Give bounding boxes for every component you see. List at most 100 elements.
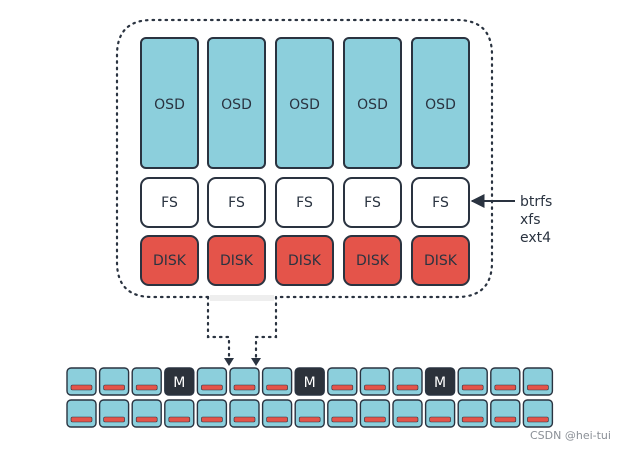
node-box (98, 367, 130, 396)
osd-column: OSD FS DISK (140, 37, 199, 286)
storage-node (164, 399, 195, 428)
disk-label: DISK (153, 253, 187, 269)
storage-node (490, 399, 521, 428)
osd-columns: OSDFSDISKOSDFSDISKOSDFSDISKOSDFSDISKOSDF… (140, 37, 470, 286)
node-disk-bar (135, 384, 158, 391)
node-disk-bar (298, 416, 321, 423)
disk-box (275, 235, 334, 286)
node-box (261, 399, 293, 428)
osd-box (140, 37, 199, 169)
osd-label: OSD (221, 97, 252, 113)
node-disk-bar (168, 416, 191, 423)
osd-label: OSD (289, 97, 320, 113)
host-boundary-stem-right (254, 295, 278, 359)
storage-node (66, 367, 97, 396)
disk-label: DISK (288, 253, 322, 269)
fs-box (140, 177, 199, 228)
storage-node (261, 399, 293, 428)
fs-label: FS (364, 195, 381, 211)
fs-type-xfs: xfs (520, 212, 541, 228)
osd-label: OSD (154, 97, 185, 113)
osd-box (275, 37, 334, 169)
node-box (196, 367, 228, 396)
node-box (229, 399, 260, 428)
watermark: CSDN @hei-tui (530, 429, 611, 442)
node-box (66, 399, 97, 428)
node-disk-bar (461, 384, 484, 391)
node-disk-bar (201, 416, 223, 423)
disk-box (207, 235, 266, 286)
fs-box (343, 177, 402, 228)
disk-box (343, 235, 402, 286)
node-box (359, 399, 391, 428)
node-disk-bar (201, 384, 223, 391)
node-disk-bar (266, 416, 288, 423)
monitor-node: M (424, 367, 456, 396)
osd-label: OSD (357, 97, 388, 113)
disk-label: DISK (220, 253, 254, 269)
node-disk-bar (266, 384, 288, 391)
node-disk-bar (233, 416, 256, 423)
node-box (490, 367, 521, 396)
node-disk-bar (103, 416, 125, 423)
node-box (457, 367, 488, 396)
storage-node (457, 367, 488, 396)
disk-box (411, 235, 470, 286)
fs-label: FS (296, 195, 313, 211)
node-box (359, 367, 391, 396)
node-disk-bar (396, 416, 419, 423)
storage-node (522, 367, 554, 396)
disk-label: DISK (424, 253, 458, 269)
node-disk-bar (396, 384, 419, 391)
storage-node (261, 367, 293, 396)
fs-box (207, 177, 266, 228)
storage-node (294, 399, 325, 428)
node-disk-bar (331, 384, 354, 391)
fs-label: FS (161, 195, 178, 211)
node-box (131, 399, 162, 428)
monitor-node: M (294, 367, 325, 396)
fs-box (411, 177, 470, 228)
node-box (392, 399, 423, 428)
node-box (131, 367, 162, 396)
storage-node (392, 399, 423, 428)
node-disk-bar (494, 384, 517, 391)
osd-box (343, 37, 402, 169)
storage-node (66, 399, 97, 428)
disk-label: DISK (356, 253, 390, 269)
node-box (424, 367, 456, 396)
disk-box (140, 235, 199, 286)
osd-box (207, 37, 266, 169)
node-disk-bar (233, 384, 256, 391)
node-box (164, 399, 195, 428)
node-disk-bar (70, 416, 93, 423)
node-disk-bar (364, 384, 386, 391)
osd-column: OSD FS DISK (275, 37, 334, 286)
osd-column: OSD FS DISK (343, 37, 402, 286)
node-box (327, 367, 358, 396)
node-box (261, 367, 293, 396)
storage-node (229, 399, 260, 428)
node-box (327, 399, 358, 428)
storage-node (196, 399, 228, 428)
host-boundary-stem-left (206, 295, 231, 359)
node-box (196, 399, 228, 428)
fs-type-ext4: ext4 (520, 230, 551, 246)
node-disk-bar (364, 416, 386, 423)
boundary-gap (210, 295, 274, 301)
node-disk-bar (527, 384, 549, 391)
node-box (522, 367, 554, 396)
storage-node (359, 367, 391, 396)
node-box (522, 399, 554, 428)
node-disk-bar (135, 416, 158, 423)
storage-node (522, 399, 554, 428)
osd-label: OSD (425, 97, 456, 113)
node-disk-bar (461, 416, 484, 423)
node-box (229, 367, 260, 396)
storage-node (98, 367, 130, 396)
node-box (66, 367, 97, 396)
storage-node (196, 367, 228, 396)
